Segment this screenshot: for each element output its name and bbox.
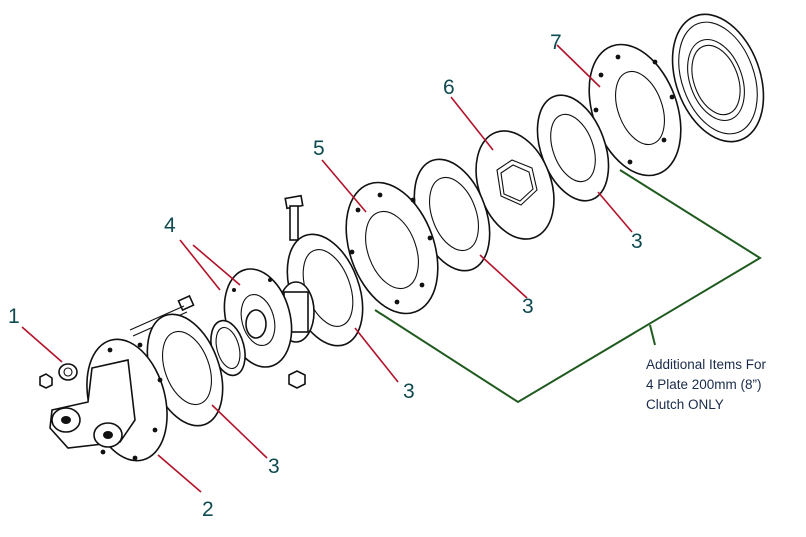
note-line-1: Additional Items For bbox=[646, 357, 767, 372]
part-nut bbox=[288, 370, 306, 389]
additional-items-bracket bbox=[374, 169, 762, 404]
note-line-2: 4 Plate 200mm (8”) bbox=[646, 377, 762, 392]
callout-labels: 1 2 3 3 3 3 4 5 6 7 bbox=[8, 31, 643, 521]
part-cover-plate bbox=[671, 13, 765, 143]
callout-5: 5 bbox=[313, 137, 325, 160]
part-2-yoke-flange bbox=[49, 338, 168, 462]
callout-6: 6 bbox=[443, 76, 455, 99]
callout-1: 1 bbox=[8, 305, 20, 328]
leader-lines bbox=[21, 44, 633, 493]
callout-3-d: 3 bbox=[631, 230, 643, 253]
callout-2: 2 bbox=[202, 498, 214, 521]
callout-3-b: 3 bbox=[403, 380, 415, 403]
additional-items-note: Additional Items For 4 Plate 200mm (8”) … bbox=[646, 355, 766, 415]
callout-7: 7 bbox=[550, 31, 562, 54]
callout-3-a: 3 bbox=[268, 455, 280, 478]
callout-4: 4 bbox=[164, 214, 176, 237]
part-1-bolt-nut bbox=[39, 363, 78, 389]
callout-3-c: 3 bbox=[522, 295, 534, 318]
note-line-3: Clutch ONLY bbox=[646, 397, 724, 412]
part-5-intermediate-plate bbox=[345, 181, 439, 315]
part-bolt-top bbox=[284, 194, 304, 241]
